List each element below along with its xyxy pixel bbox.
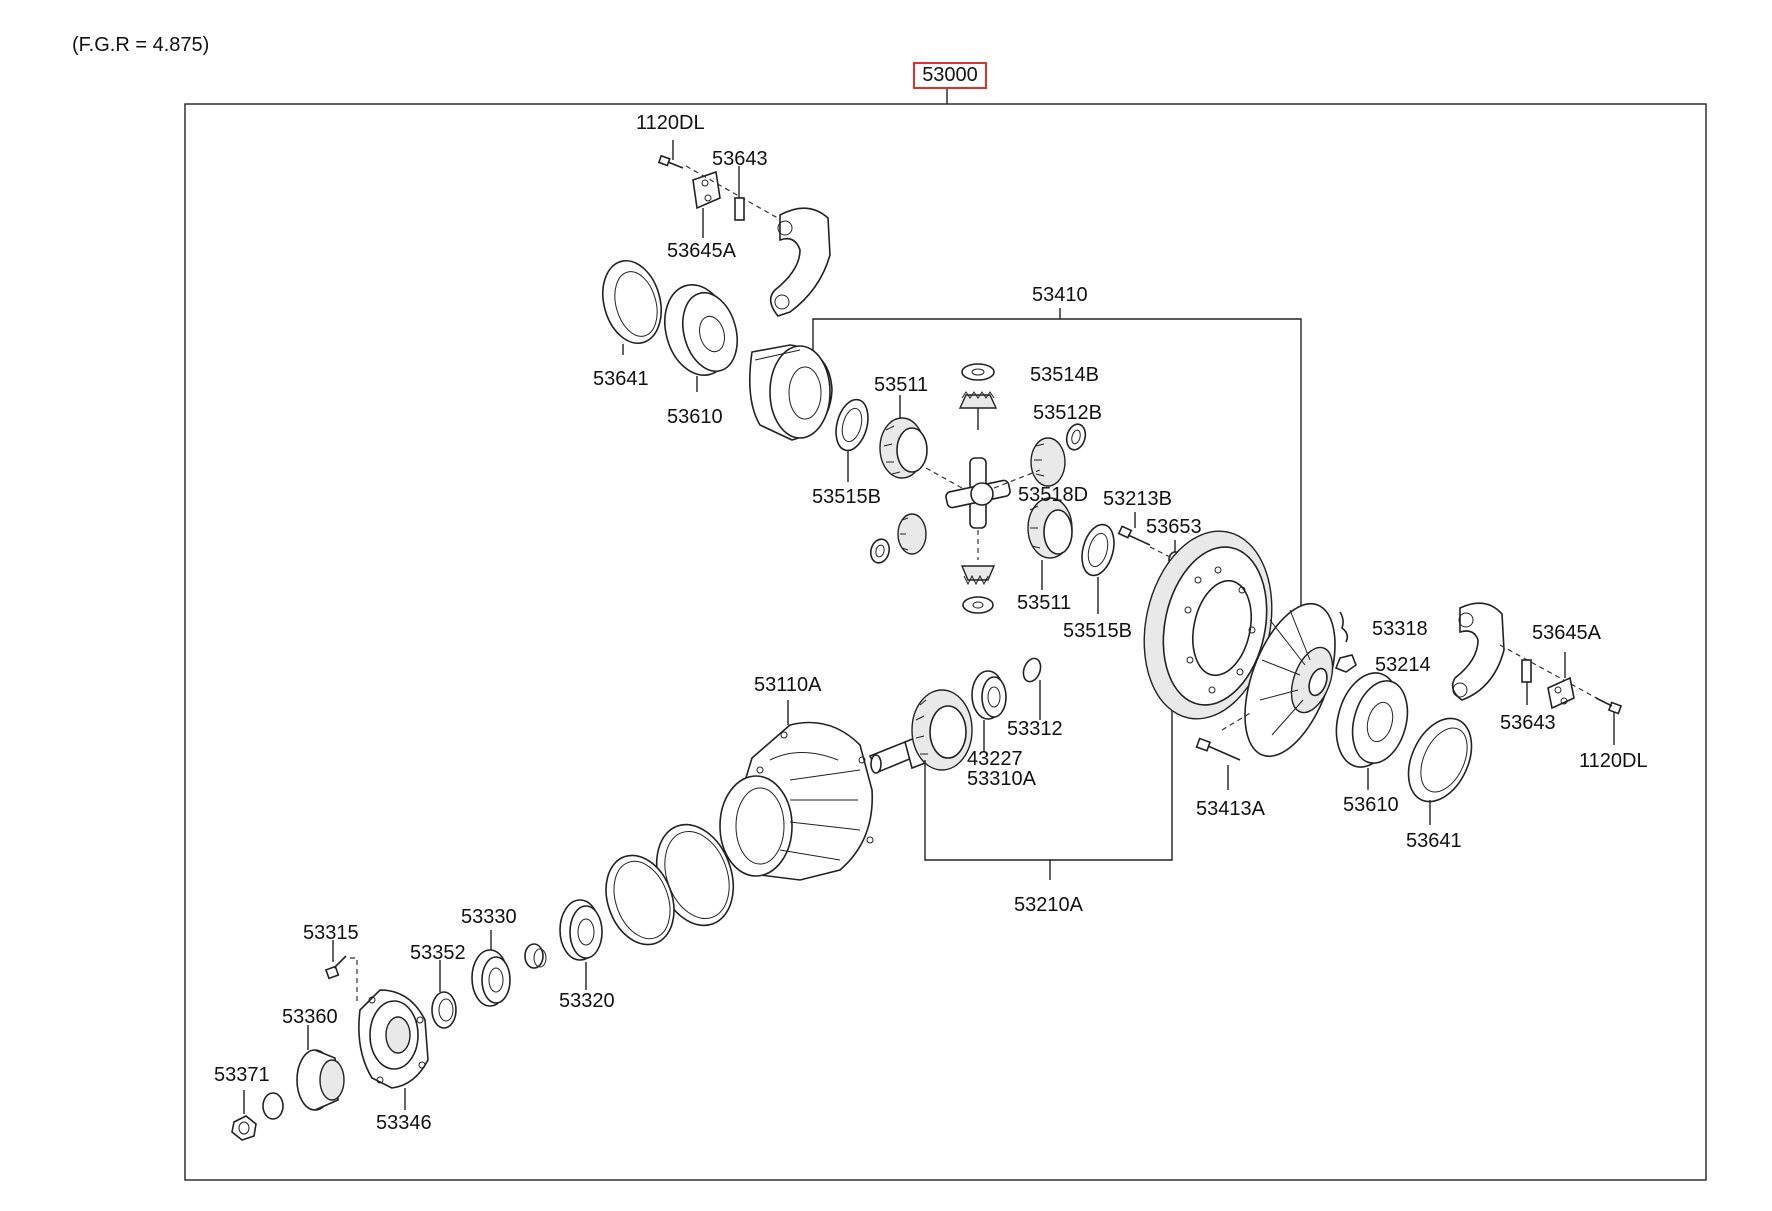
bracket-53410 xyxy=(812,318,1302,620)
bearing-53610-right-icon[interactable] xyxy=(1327,666,1416,790)
bearing-53330-icon[interactable] xyxy=(471,930,511,1007)
pinion-gear-bottom-icon[interactable] xyxy=(960,530,996,586)
part-label-53213B[interactable]: 53213B xyxy=(1103,488,1172,510)
part-label-53110A[interactable]: 53110A xyxy=(754,674,822,696)
nut-53214-icon[interactable] xyxy=(1334,654,1357,673)
differential-case-right-icon[interactable] xyxy=(1227,592,1353,768)
drive-pinion-53310A-icon[interactable] xyxy=(868,689,973,774)
oil-seal-53352-icon[interactable] xyxy=(431,960,457,1029)
part-label-53210A[interactable]: 53210A xyxy=(1014,894,1083,916)
shim-53643-right-icon[interactable] xyxy=(1499,644,1601,705)
o-ring-icon[interactable] xyxy=(262,1092,284,1120)
part-label-53643-right[interactable]: 53643 xyxy=(1500,712,1556,734)
bearing-cap-right-icon[interactable] xyxy=(1451,602,1505,701)
thrust-washer-53515B-right-icon[interactable] xyxy=(1077,521,1119,614)
companion-flange-53360-icon[interactable] xyxy=(296,1025,345,1111)
carrier-housing-53110A-icon[interactable] xyxy=(719,700,874,881)
part-label-53514B[interactable]: 53514B xyxy=(1030,364,1099,386)
bearing-53610-left-icon[interactable] xyxy=(655,277,745,392)
part-label-53312[interactable]: 53312 xyxy=(1007,718,1063,740)
bearing-cup-53641-right-icon[interactable] xyxy=(1396,708,1484,825)
bolt-1120DL-top-icon[interactable] xyxy=(657,140,684,169)
bolt-1120DL-right-icon[interactable] xyxy=(1595,697,1623,745)
part-label-53318[interactable]: 53318 xyxy=(1372,618,1428,640)
part-label-53413A[interactable]: 53413A xyxy=(1196,798,1265,820)
part-label-1120DL-top[interactable]: 1120DL xyxy=(636,112,705,134)
part-label-53512B[interactable]: 53512B xyxy=(1033,402,1102,424)
part-label-53410[interactable]: 53410 xyxy=(1032,284,1088,306)
bearing-cover-53346-icon[interactable] xyxy=(358,989,429,1110)
plate-53645A-right-icon[interactable] xyxy=(1547,652,1575,710)
washer-small-right-top-icon[interactable] xyxy=(1064,422,1088,452)
bracket-53210A xyxy=(924,700,1173,861)
bearing-43227-icon[interactable] xyxy=(971,670,1007,752)
part-label-53371[interactable]: 53371 xyxy=(214,1064,270,1086)
side-gear-53511-bottom-icon[interactable] xyxy=(1027,497,1073,590)
thrust-washer-53515B-left-icon[interactable] xyxy=(831,396,873,482)
part-label-53346[interactable]: 53346 xyxy=(376,1112,432,1134)
part-label-53330[interactable]: 53330 xyxy=(461,906,517,928)
shim-53643-top-icon[interactable] xyxy=(734,166,745,221)
pinion-gear-right-top-icon[interactable] xyxy=(1030,437,1066,487)
part-label-53643-top[interactable]: 53643 xyxy=(712,148,768,170)
washer-small-left-bottom-icon[interactable] xyxy=(868,537,892,565)
part-label-53610-left[interactable]: 53610 xyxy=(667,406,723,428)
pinion-gear-53512B-top-icon[interactable] xyxy=(958,391,998,430)
part-label-53315[interactable]: 53315 xyxy=(303,922,359,944)
differential-case-left-icon[interactable] xyxy=(748,344,833,441)
bolt-53413A-icon[interactable] xyxy=(1195,711,1253,790)
plate-53645A-top-icon[interactable] xyxy=(692,170,721,238)
bearing-53320-icon[interactable] xyxy=(559,899,603,990)
lock-clip-53318-icon[interactable] xyxy=(1339,611,1349,643)
part-label-53641-left[interactable]: 53641 xyxy=(593,368,649,390)
bolt-53315-icon[interactable] xyxy=(324,940,358,1005)
part-label-53641-right[interactable]: 53641 xyxy=(1406,830,1462,852)
pinion-gear-left-bottom-icon[interactable] xyxy=(897,513,927,555)
thrust-washer-bottom-icon[interactable] xyxy=(962,596,994,614)
part-label-53653[interactable]: 53653 xyxy=(1146,516,1202,538)
spider-cross-53518D-icon[interactable] xyxy=(925,457,1041,529)
part-label-53645A-right[interactable]: 53645A xyxy=(1532,622,1601,644)
part-label-53511-bottom[interactable]: 53511 xyxy=(1017,592,1072,614)
bearing-cap-top-icon[interactable] xyxy=(769,207,831,317)
part-label-53515B-left[interactable]: 53515B xyxy=(812,486,881,508)
thrust-washer-53514B-icon[interactable] xyxy=(961,363,995,381)
bearing-cup-53641-left-icon[interactable] xyxy=(594,254,670,355)
part-label-53320[interactable]: 53320 xyxy=(559,990,615,1012)
gear-ratio-note: (F.G.R = 4.875) xyxy=(72,34,210,56)
part-label-43227[interactable]: 43227 xyxy=(967,748,1023,770)
ring-gear-icon[interactable] xyxy=(1128,519,1289,731)
assembly-number-callout[interactable]: 53000 xyxy=(913,62,987,89)
part-label-53610-right[interactable]: 53610 xyxy=(1343,794,1399,816)
part-label-53511-top[interactable]: 53511 xyxy=(874,374,929,396)
part-label-53310A[interactable]: 53310A xyxy=(967,768,1036,790)
bolt-53213B-icon[interactable] xyxy=(1117,512,1151,546)
part-label-1120DL-right[interactable]: 1120DL xyxy=(1579,750,1648,772)
gasket-small-icon[interactable] xyxy=(594,846,686,954)
part-label-53360[interactable]: 53360 xyxy=(282,1006,338,1028)
spacer-icon[interactable] xyxy=(524,943,547,969)
part-label-53645A-top[interactable]: 53645A xyxy=(667,240,736,262)
side-gear-53511-top-icon[interactable] xyxy=(879,395,928,479)
part-label-53352[interactable]: 53352 xyxy=(410,942,466,964)
nut-53371-icon[interactable] xyxy=(231,1090,257,1141)
part-label-53515B-right[interactable]: 53515B xyxy=(1063,620,1132,642)
part-label-53214[interactable]: 53214 xyxy=(1375,654,1431,676)
assembly-frame xyxy=(184,103,1707,1181)
snap-ring-53312-icon[interactable] xyxy=(1020,656,1043,720)
part-label-53518D[interactable]: 53518D xyxy=(1018,484,1089,506)
